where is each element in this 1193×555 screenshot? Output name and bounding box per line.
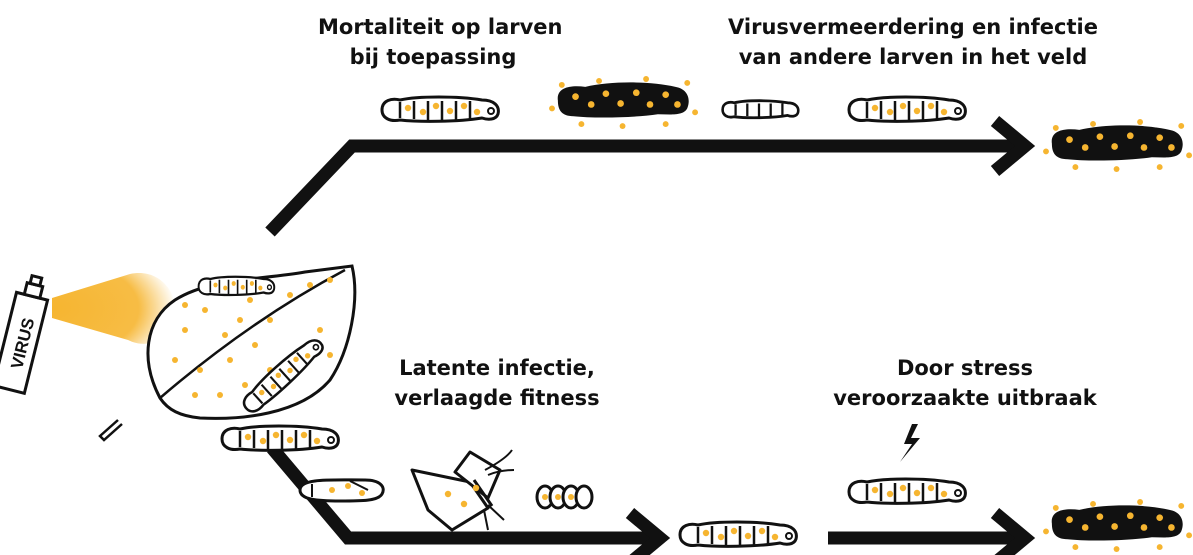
spray-can: VIRUS: [0, 273, 52, 393]
small-larva-top: [723, 101, 799, 118]
label-spread: Virusvermeerdering en infectie van ander…: [718, 12, 1108, 72]
dead-larva-bottom-end: [1043, 499, 1192, 552]
larva-latent: [680, 522, 796, 546]
pupa: [300, 480, 383, 501]
dead-larva-top-end: [1043, 119, 1192, 172]
top-path-arrow: [270, 121, 1025, 232]
healthy-larva-top-1: [382, 97, 498, 121]
label-outbreak: Door stress veroorzaakte uitbraak: [830, 353, 1100, 413]
healthy-larva-top-2: [849, 97, 965, 121]
label-mortality: Mortaliteit op larven bij toepassing: [318, 12, 548, 72]
larva-on-leaf-top: [199, 277, 275, 295]
label-latent: Latente infectie, verlaagde fitness: [392, 353, 602, 413]
egg-cluster: [537, 486, 592, 508]
larva-below-leaf: [222, 426, 338, 450]
lightning-icon: [900, 424, 920, 462]
larva-stressed: [849, 479, 965, 503]
moth: [412, 450, 514, 530]
dead-larva-top: [549, 76, 698, 129]
